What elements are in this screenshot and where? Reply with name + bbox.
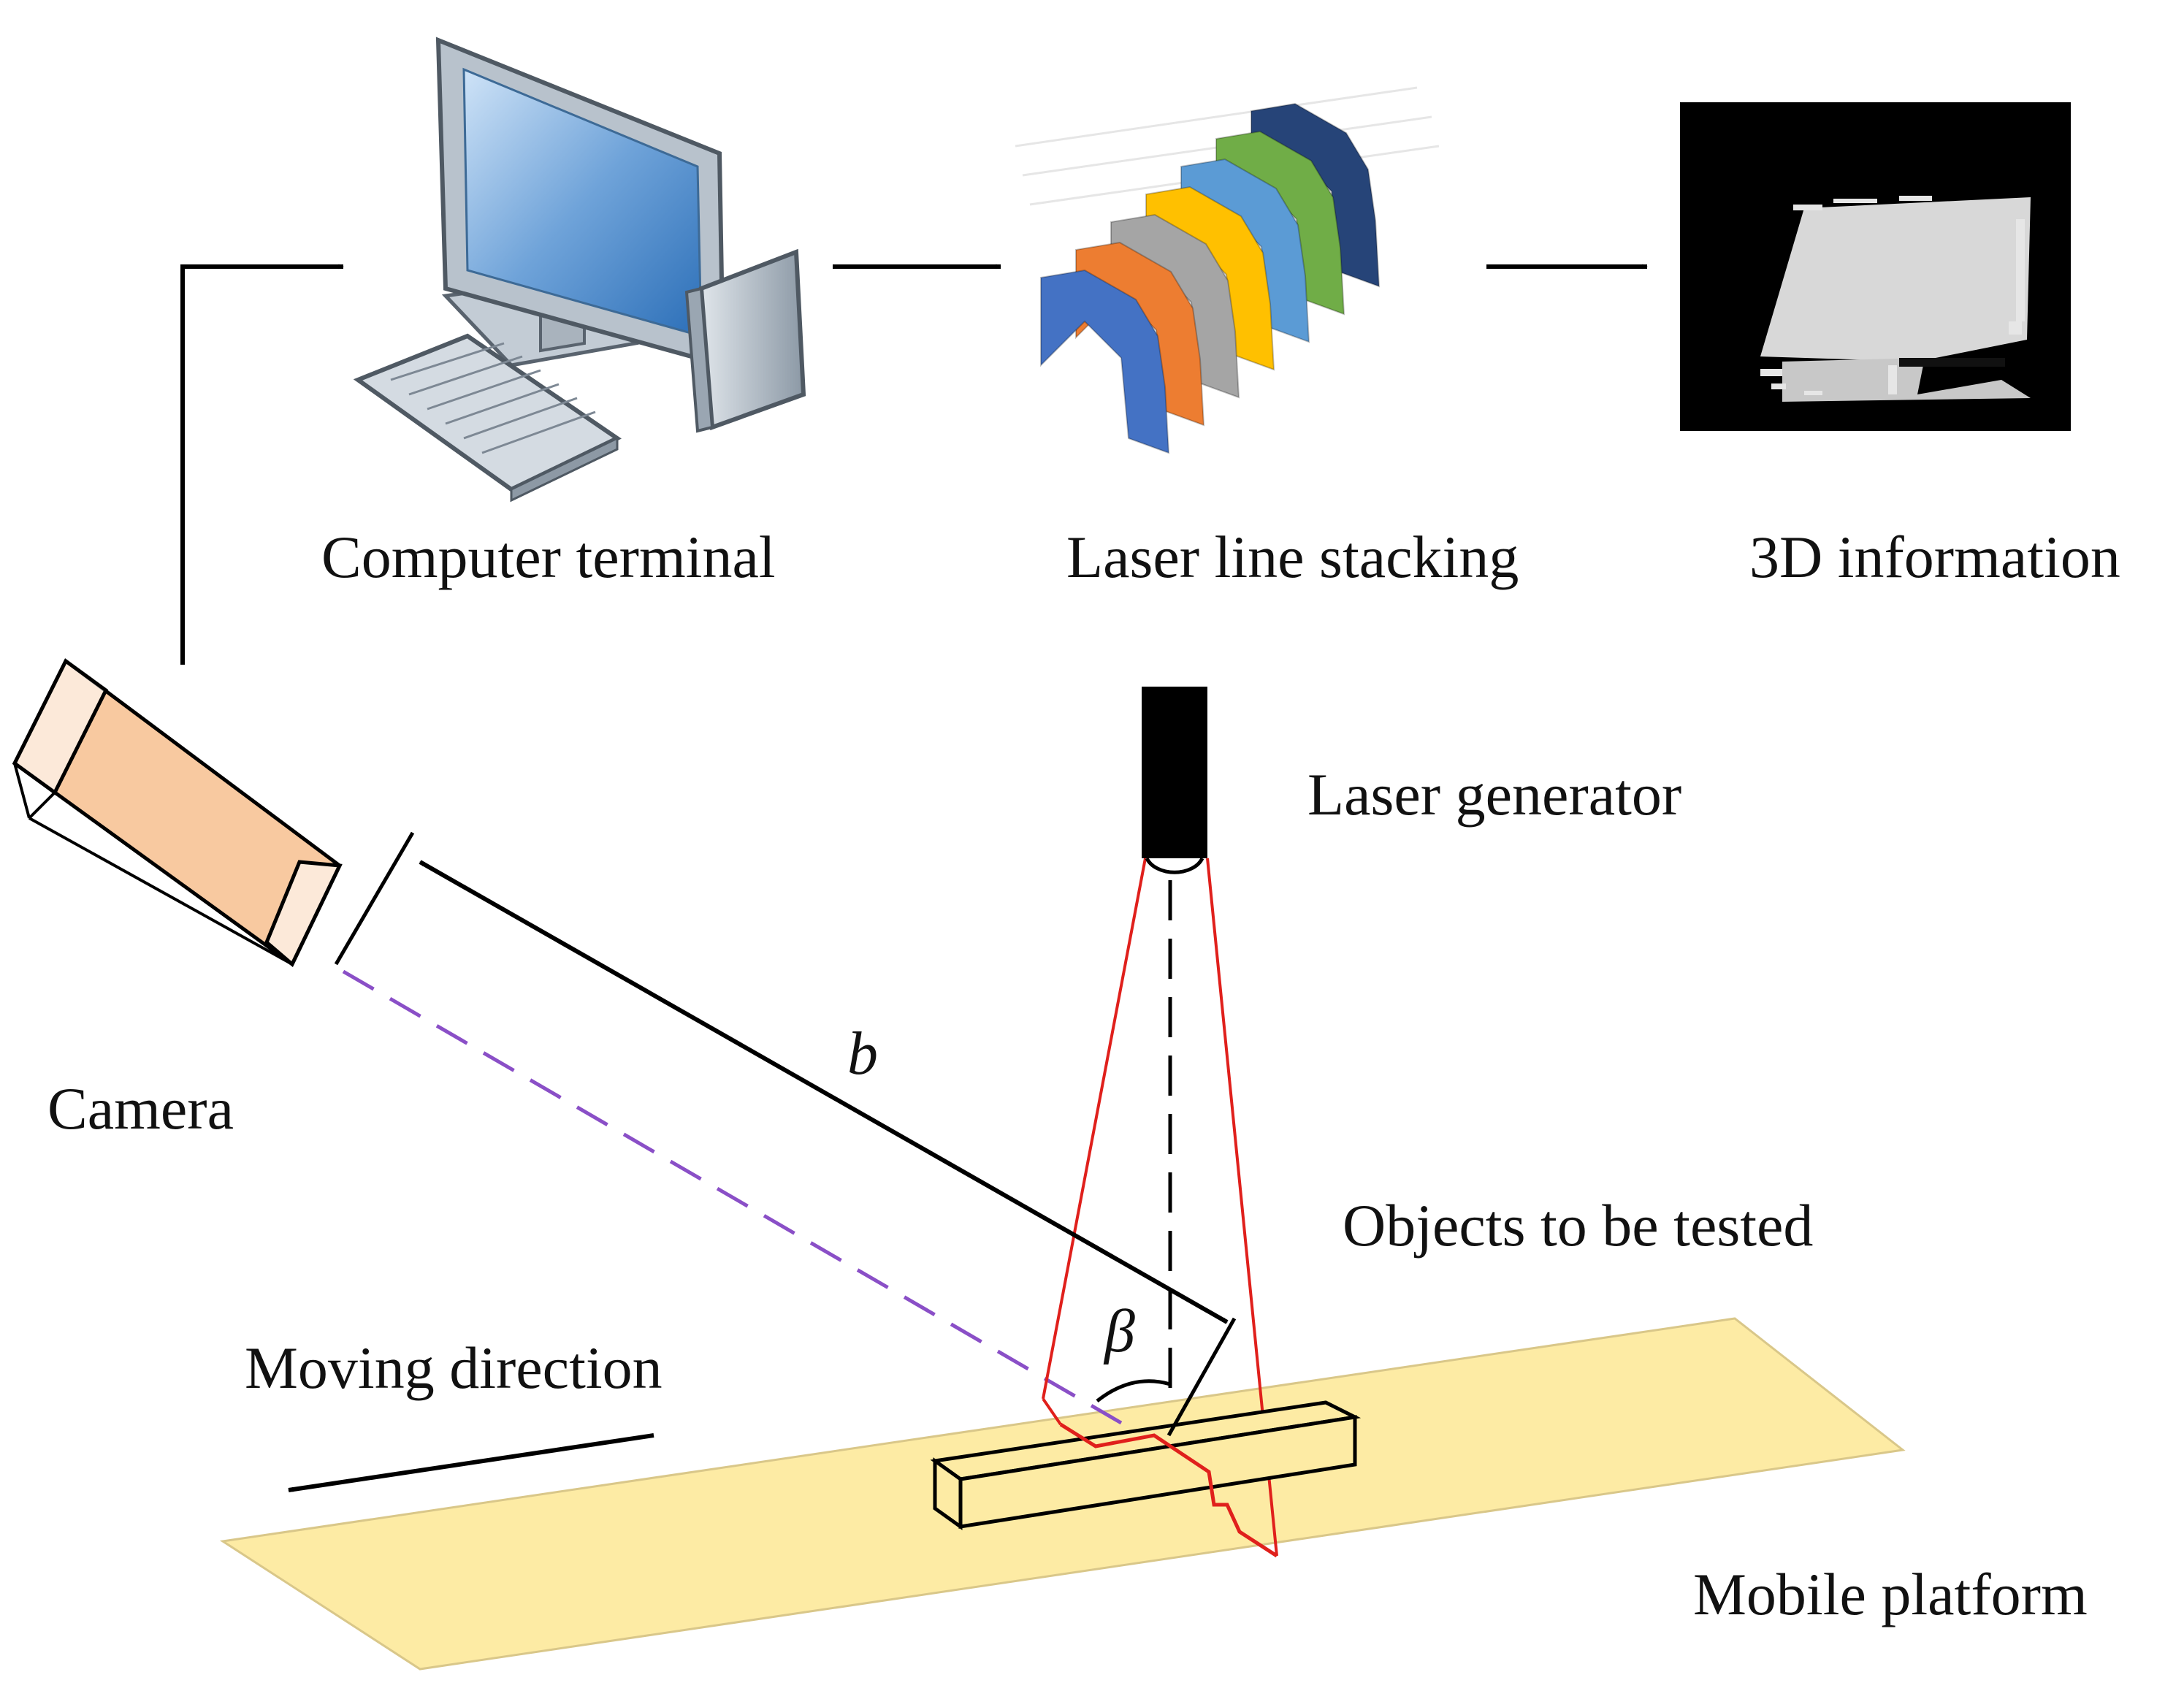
point-cloud-scan-icon [1680, 102, 2071, 431]
mobile-platform-label: Mobile platform [1693, 1561, 2088, 1627]
beta-angle-arc [1096, 1379, 1171, 1402]
moving-direction-label: Moving direction [245, 1335, 663, 1401]
flow-arrows [180, 264, 1648, 665]
3d-information-label: 3D information [1749, 524, 2120, 590]
laser-generator-label: Laser generator [1307, 761, 1681, 828]
moving-direction-arrow [288, 1433, 654, 1492]
objects-to-be-tested-label: Objects to be tested [1343, 1192, 1813, 1259]
test-object [930, 1400, 1362, 1558]
camera-label: Camera [47, 1075, 234, 1142]
beta-angle-label: β [1103, 1297, 1135, 1365]
laser-generator [1142, 687, 1207, 874]
laser-profile-stack-icon [1015, 86, 1440, 454]
camera [12, 658, 343, 968]
stack-layer [1040, 269, 1170, 454]
desktop-computer-icon [353, 37, 806, 503]
camera-to-computer-arrow [180, 264, 344, 665]
camera-image-plane-mark [334, 831, 415, 966]
object-image-plane-mark [1167, 1317, 1237, 1437]
computer-terminal-label: Computer terminal [321, 524, 776, 590]
baseline-b-label: b [847, 1020, 878, 1088]
baseline-b-arrow [419, 860, 1229, 1324]
laser-line-stacking-label: Laser line stacking [1066, 524, 1519, 590]
